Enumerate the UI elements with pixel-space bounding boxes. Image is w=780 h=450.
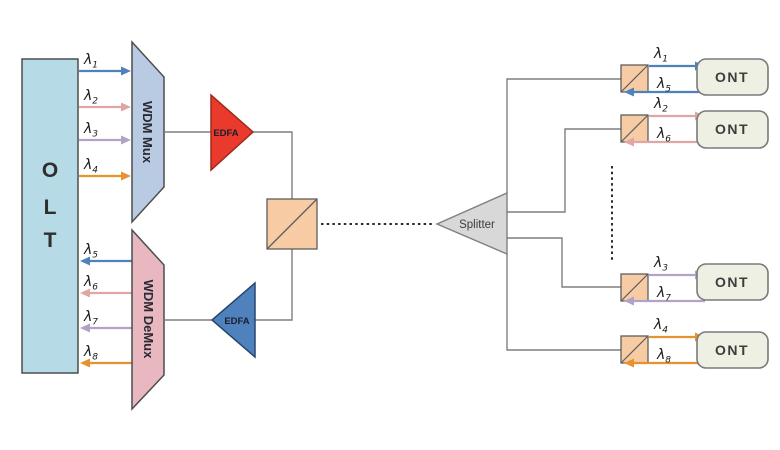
wdm-mux-shape xyxy=(131,40,165,224)
lambda8-upstream-arrowhead xyxy=(80,358,90,368)
olt-letter-t: T xyxy=(44,229,57,252)
wdm-mux-node: WDM Mux xyxy=(131,40,165,224)
branch1-up-label: λ5 xyxy=(656,76,671,95)
lambda5-upstream-label: λ5 xyxy=(83,242,98,261)
ont1-label: ONT xyxy=(715,69,749,85)
edfa-downstream-label: EDFA xyxy=(213,128,238,139)
lambda3-downstream-arrowhead xyxy=(121,135,131,145)
lambda6-upstream-arrowhead xyxy=(80,288,90,298)
central-coupler-diagonal xyxy=(266,198,318,250)
branch3-fiber xyxy=(507,237,621,288)
splitter-shape xyxy=(435,191,508,256)
splitter-node: Splitter xyxy=(435,191,508,256)
branch4-up-label: λ8 xyxy=(656,347,671,366)
lambda1-downstream-label: λ1 xyxy=(83,52,98,71)
ont1-box xyxy=(696,58,769,96)
splitter-label: Splitter xyxy=(459,219,495,231)
branch4-coupler-diagonal xyxy=(620,335,649,364)
lambda2-downstream-arrowhead xyxy=(121,102,131,112)
branch3: λ3 λ7 ONT xyxy=(620,255,769,306)
olt-letter-l: L xyxy=(44,196,57,219)
ont4-box xyxy=(696,331,769,369)
ont2-label: ONT xyxy=(715,121,749,137)
branch2-up-label: λ6 xyxy=(656,126,671,145)
upstream-wavelength-arrows: λ5 λ6 λ7 λ8 xyxy=(80,242,132,368)
downstream-wavelength-arrows: λ1 λ2 λ3 λ4 xyxy=(79,52,131,181)
lambda5-upstream-arrowhead xyxy=(80,256,90,266)
edfa-upstream-label: EDFA xyxy=(224,316,249,327)
branch4-down-label: λ4 xyxy=(653,317,668,336)
branch3-up-arrowhead xyxy=(624,296,634,306)
branch1-fiber xyxy=(506,78,621,193)
branch4-up-arrowhead xyxy=(624,358,634,368)
branch3-down-label: λ3 xyxy=(653,255,668,274)
lambda7-upstream-label: λ7 xyxy=(83,309,98,328)
edfa-upstream-node: EDFA xyxy=(210,281,256,359)
ont3-box xyxy=(696,263,769,301)
lambda8-upstream-label: λ8 xyxy=(83,344,98,363)
wdm-demux-label: WDM DeMux xyxy=(141,280,156,359)
wdm-mux-label: WDM Mux xyxy=(140,101,155,164)
olt-node: O L T xyxy=(21,58,79,374)
lambda4-downstream-label: λ4 xyxy=(83,157,98,176)
branch1: λ1 λ5 ONT xyxy=(620,46,769,97)
ont2-box xyxy=(696,110,769,149)
branch3-coupler-diagonal xyxy=(620,273,649,302)
branch1-up-arrowhead xyxy=(624,87,634,97)
branch1-down-label: λ1 xyxy=(653,46,668,65)
wdm-demux-shape xyxy=(131,228,165,411)
edfa-upstream-shape xyxy=(210,281,256,359)
lambda2-downstream-label: λ2 xyxy=(83,88,98,107)
lambda1-downstream-arrowhead xyxy=(121,66,131,76)
wdm-demux-node: WDM DeMux xyxy=(131,228,165,411)
lambda3-downstream-label: λ3 xyxy=(83,121,98,140)
ont4-label: ONT xyxy=(715,342,749,358)
lambda7-upstream-arrowhead xyxy=(80,323,90,333)
ont3-label: ONT xyxy=(715,274,749,290)
branch4: λ4 λ8 ONT xyxy=(620,317,769,369)
branch2-fiber xyxy=(507,128,621,213)
edfa-downstream-node: EDFA xyxy=(210,93,255,172)
branch3-up-label: λ7 xyxy=(656,285,671,304)
branch2: λ2 λ6 ONT xyxy=(620,96,769,149)
branch2-down-label: λ2 xyxy=(653,96,668,115)
lambda6-upstream-label: λ6 xyxy=(83,274,98,293)
olt-letter-o: O xyxy=(42,159,58,182)
edfa-downstream-shape xyxy=(210,93,255,172)
lambda4-downstream-arrowhead xyxy=(121,171,131,181)
central-coupler-node xyxy=(266,198,318,250)
branch4-fiber xyxy=(506,254,621,351)
olt-box xyxy=(21,58,79,374)
fiber-edfa-to-coupler xyxy=(253,131,293,199)
branch2-up-arrowhead xyxy=(624,137,634,147)
fiber-coupler-to-edfa-up xyxy=(255,249,293,321)
branch2-coupler-diagonal xyxy=(620,114,649,143)
branch1-coupler-diagonal xyxy=(620,64,649,93)
